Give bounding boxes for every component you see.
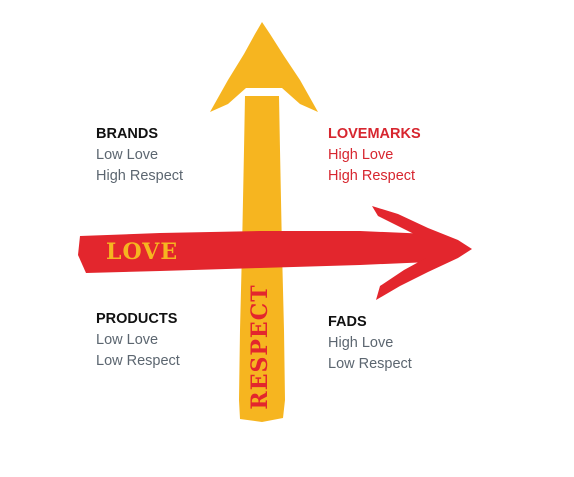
quadrant-fads-love: High Love (328, 335, 394, 351)
respect-axis-label: RESPECT (247, 284, 273, 409)
respect-arrow: RESPECT (210, 22, 318, 422)
quadrant-lovemarks-love: High Love (328, 147, 394, 163)
quadrant-fads: FADS High Love Low Respect (328, 312, 412, 375)
quadrant-products-title: PRODUCTS (96, 311, 178, 327)
love-arrow-head (372, 206, 472, 300)
quadrant-brands: BRANDS Low Love High Respect (96, 124, 183, 187)
quadrant-products-respect: Low Respect (96, 353, 180, 369)
quadrant-brands-love: Low Love (96, 147, 159, 163)
love-arrow-shaft (78, 231, 430, 273)
love-arrow: LOVE (78, 206, 472, 300)
quadrant-lovemarks-respect: High Respect (328, 168, 416, 184)
quadrant-brands-title: BRANDS (96, 126, 159, 142)
quadrant-fads-respect: Low Respect (328, 356, 412, 372)
love-axis-label: LOVE (106, 239, 178, 265)
respect-arrow-head (210, 22, 318, 112)
quadrant-lovemarks-title: LOVEMARKS (328, 126, 421, 142)
quadrant-products-love: Low Love (96, 332, 159, 348)
quadrant-brands-respect: High Respect (96, 168, 184, 184)
quadrant-fads-title: FADS (328, 314, 367, 330)
quadrant-lovemarks: LOVEMARKS High Love High Respect (328, 124, 421, 187)
quadrant-products: PRODUCTS Low Love Low Respect (96, 309, 180, 372)
